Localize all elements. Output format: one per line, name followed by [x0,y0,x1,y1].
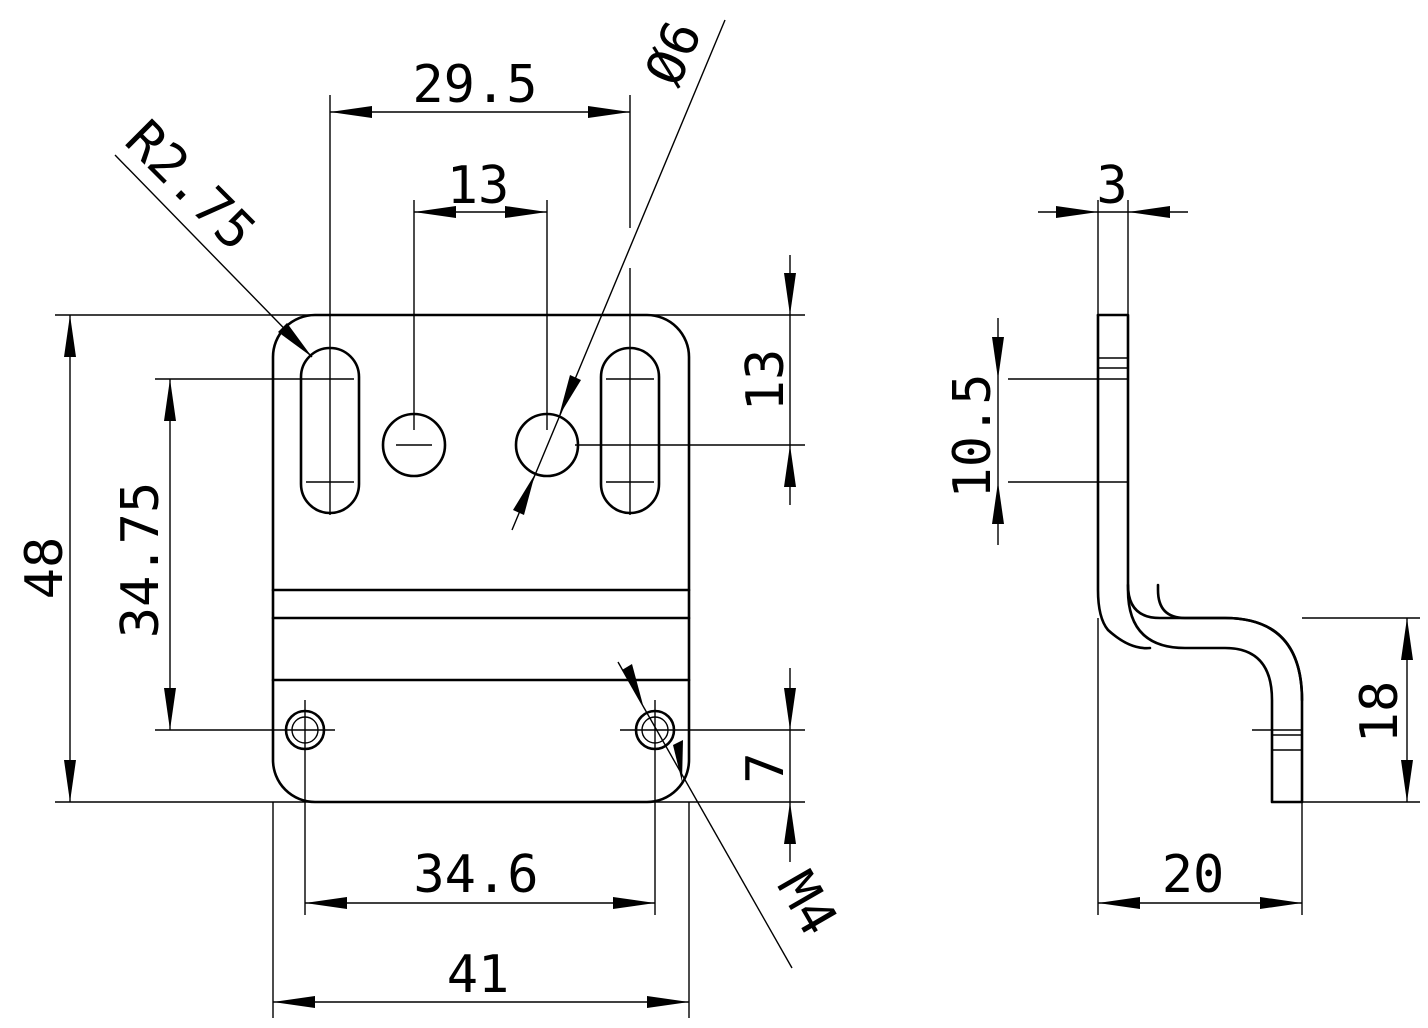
front-view: 29.5 13 48 34.75 13 [15,13,848,1018]
dim-threaded-spacing-y-label: 34.75 [111,482,171,639]
dim-threaded-spacing-y: 34.75 [111,379,176,730]
dim-hole-spacing-label: 13 [447,156,510,216]
side-extension-lines [1008,200,1420,915]
dim-offset-depth-label: 20 [1162,845,1225,905]
dim-slot-length: 13 [736,255,796,505]
dim-corner-radius-label: R2.75 [113,109,266,262]
dim-threaded-spacing-x: 34.6 [305,845,655,909]
dim-total-height-label: 48 [15,537,75,600]
bracket-bend-inner [1126,583,1304,702]
dim-thickness: 3 [1038,156,1188,218]
dim-total-width: 41 [273,945,689,1008]
dim-slot-spacing: 29.5 [330,55,630,118]
dim-slot-length-label: 13 [736,349,796,412]
dim-total-width-label: 41 [447,945,510,1005]
bracket-profile [1096,313,1304,804]
side-view: 3 10.5 18 20 [943,156,1420,915]
dim-hole-spacing: 13 [414,156,547,218]
dim-offset-height-label: 18 [1350,681,1410,744]
dim-thickness-label: 3 [1096,156,1127,216]
dim-thread: M4 [617,661,848,969]
dim-offset-height: 18 [1350,618,1413,802]
dim-hole-diameter-label: Ø6 [635,13,715,94]
dim-threaded-spacing-x-label: 34.6 [413,845,538,905]
bracket-profile-outer [1096,313,1152,650]
dim-threaded-offset: 7 [736,668,796,862]
dim-total-height: 48 [15,315,76,802]
dim-thread-label: M4 [765,861,848,945]
dim-hole-diameter: Ø6 [511,13,726,531]
dim-slot-zone: 10.5 [943,318,1004,545]
dim-threaded-offset-label: 7 [736,752,796,783]
dim-offset-depth: 20 [1098,845,1302,909]
plate-outline [271,313,691,804]
section-marks [1098,357,1302,751]
centre-lines [55,95,805,1018]
dim-slot-spacing-label: 29.5 [412,55,537,115]
dim-slot-zone-label: 10.5 [943,373,1003,498]
dim-corner-radius: R2.75 [113,109,313,358]
